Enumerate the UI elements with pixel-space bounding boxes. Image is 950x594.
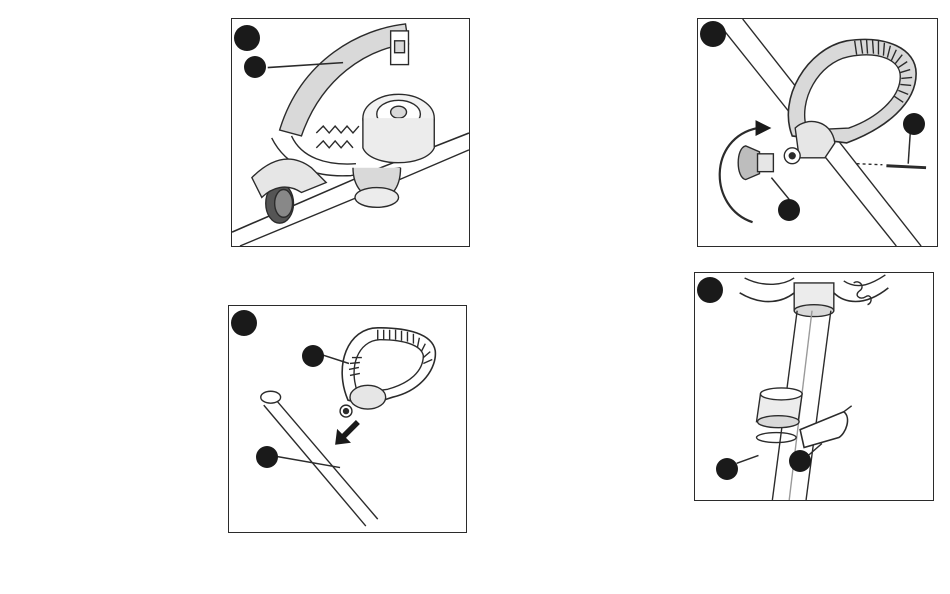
callout-knob [778,199,800,221]
figure-number-badge [234,25,260,51]
callout-bolt [903,113,925,135]
figure-handle-slide-on [228,305,467,533]
figure-shaft-collar-latch [694,272,934,501]
callout-handle [302,345,324,367]
figure-number-badge [700,21,726,47]
guard-illustration [232,19,469,246]
figure-handle-knob-bolt [697,18,938,247]
handle-slide-illustration [229,306,466,532]
callout-guard [244,56,266,78]
knob-bolt-illustration [698,19,937,246]
figure-guard-installation [231,18,470,247]
callout-shaft [256,446,278,468]
callout-latch [789,450,811,472]
figure-number-badge [697,277,723,303]
callout-shaft [716,458,738,480]
figure-number-badge [231,310,257,336]
